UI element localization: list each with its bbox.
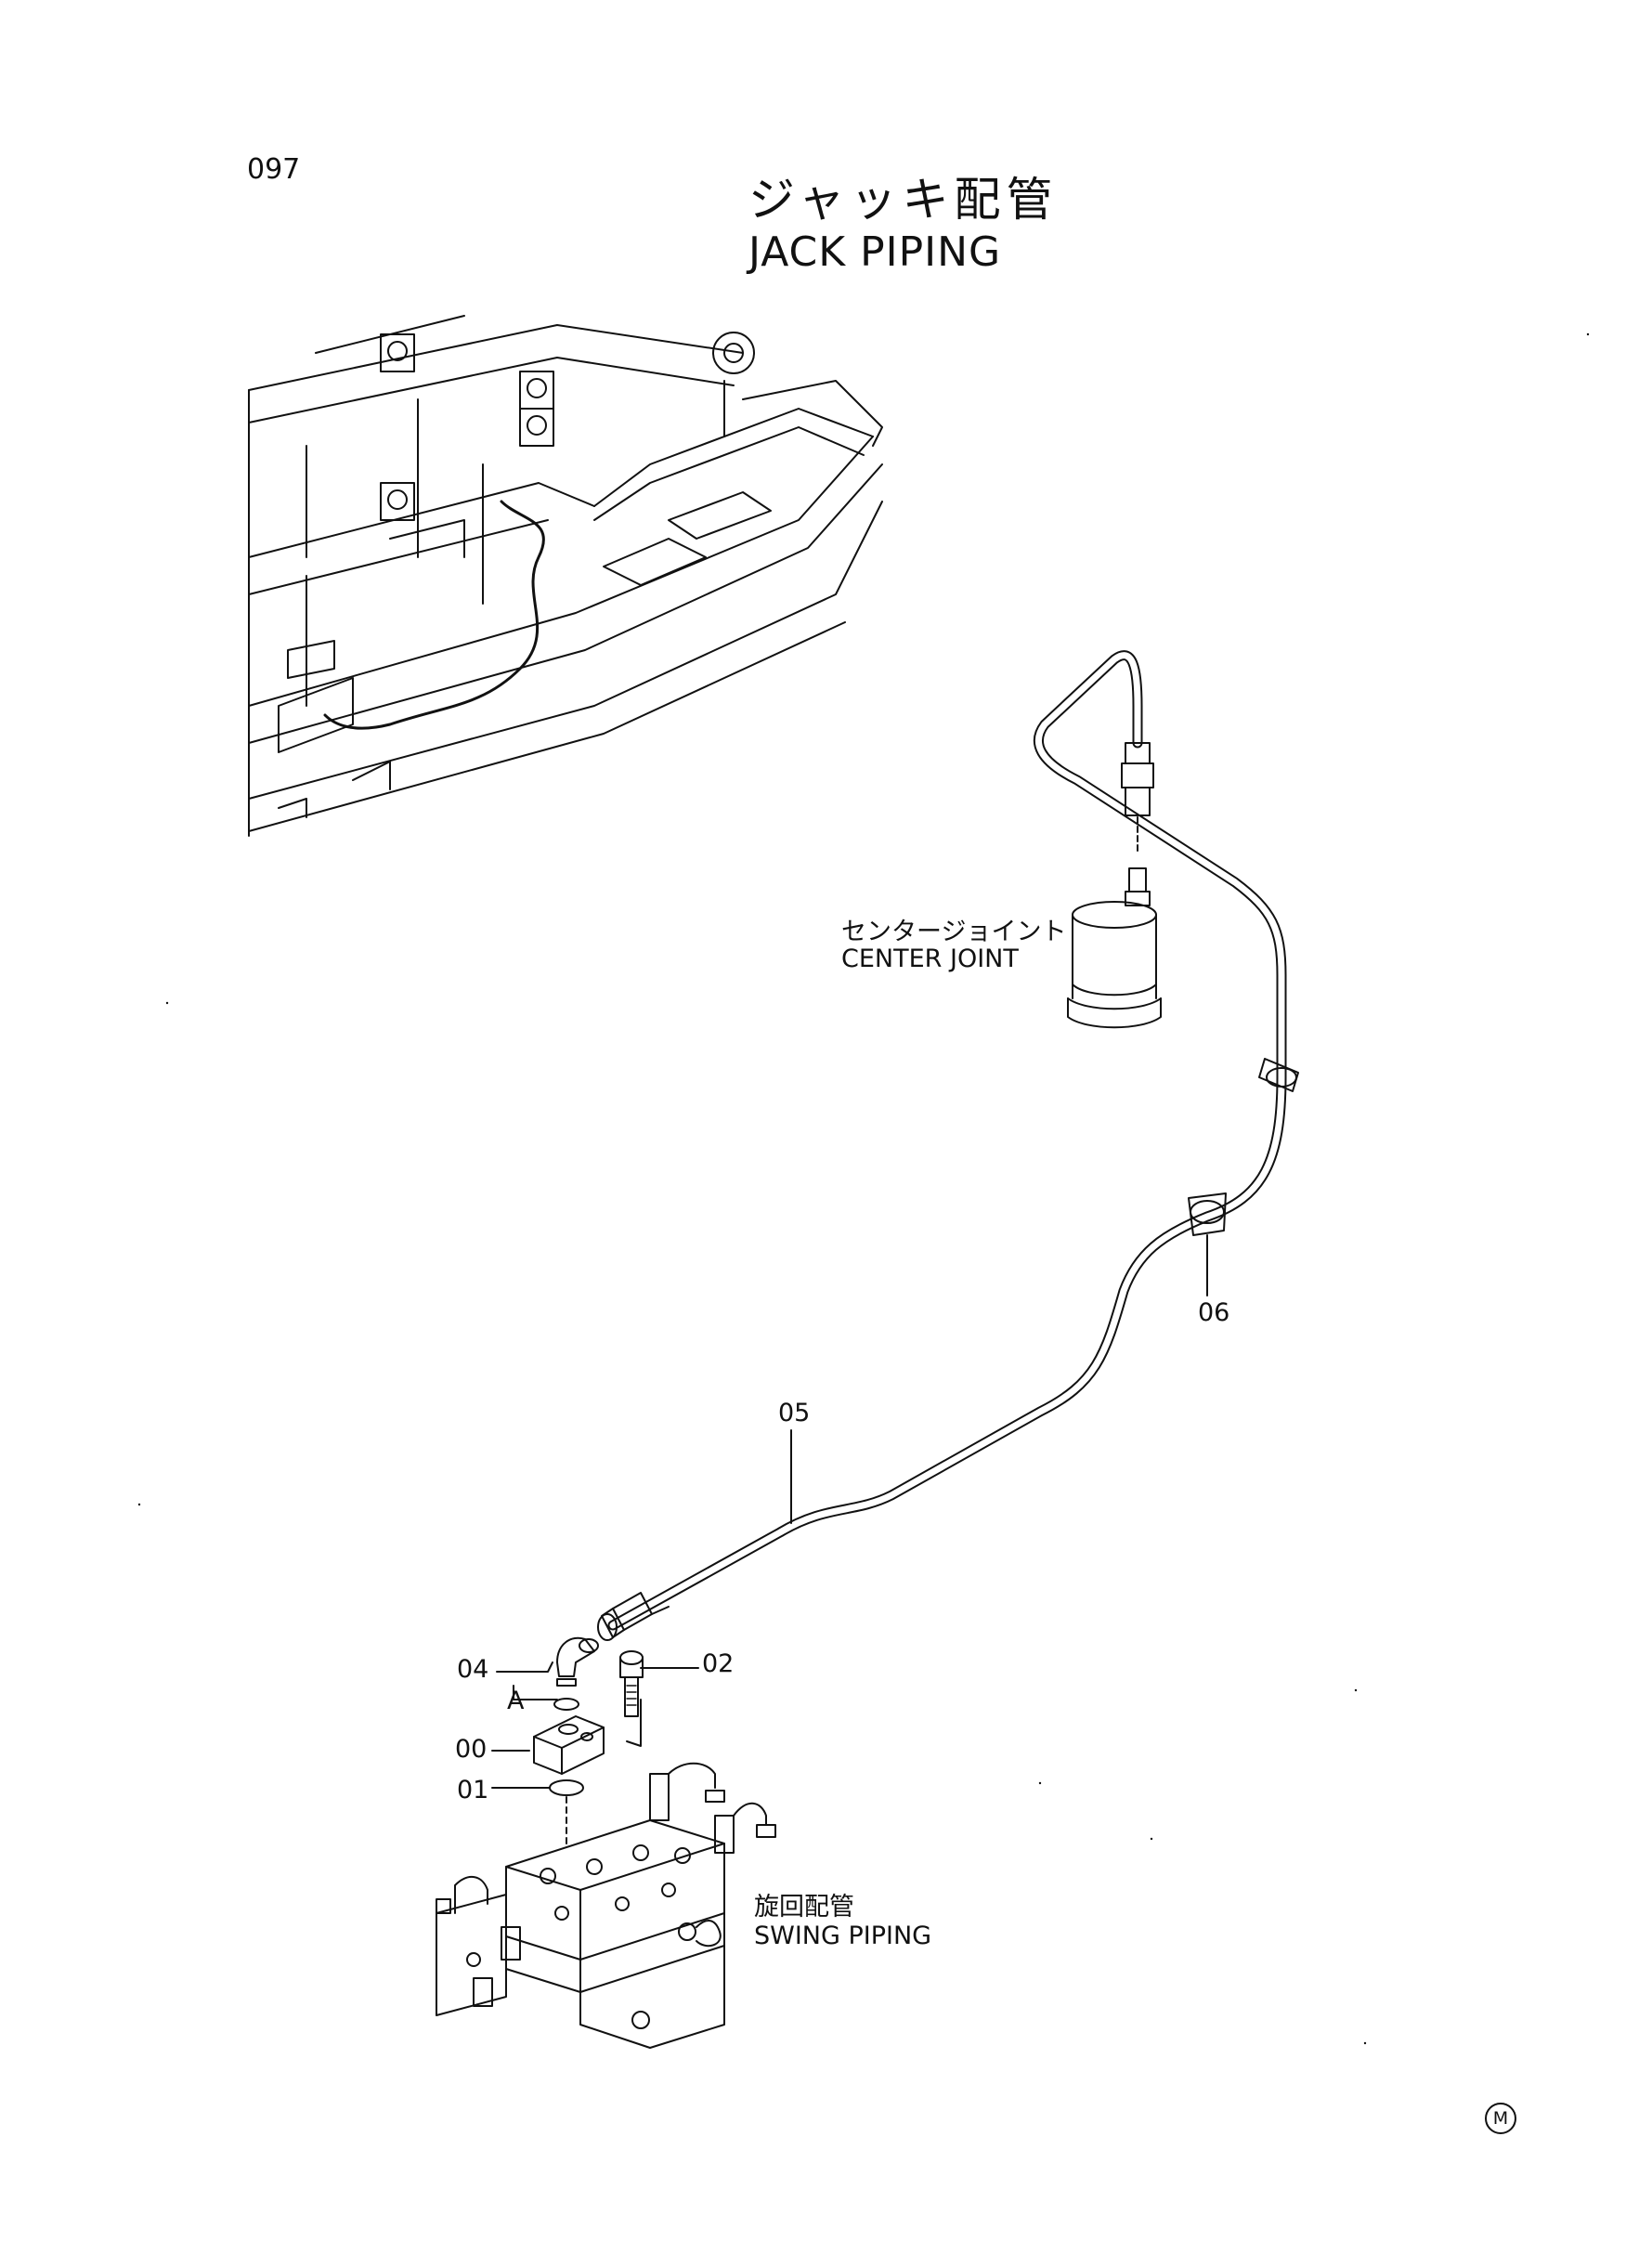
callout-leaders xyxy=(491,1429,792,1789)
brand-mark: M xyxy=(1485,2103,1516,2134)
callout-bolt: 02 xyxy=(702,1649,735,1678)
swing-piping-label-japanese: 旋回配管 xyxy=(754,1893,854,1922)
center-joint xyxy=(1067,867,1162,1029)
control-valve-assembly xyxy=(436,1762,776,2049)
jack-pipe xyxy=(607,650,1287,1631)
callout-o-ring: 01 xyxy=(457,1776,489,1804)
center-joint-label-english: CENTER JOINT xyxy=(841,945,1019,973)
callout-block: 00 xyxy=(455,1735,488,1764)
adapter-block xyxy=(533,1715,605,1775)
undercarriage-frame xyxy=(248,315,883,837)
center-joint-label-japanese: センタージョイント xyxy=(841,918,1067,946)
swing-piping-label-english: SWING PIPING xyxy=(754,1922,932,1950)
page-number: 097 xyxy=(247,153,301,186)
pipe-clamp-upper xyxy=(1258,1058,1299,1092)
callout-pipe: 05 xyxy=(778,1399,811,1427)
lower-pipe-fitting xyxy=(597,1592,670,1641)
pipe-clamp-06 xyxy=(1188,1192,1227,1296)
callout-clamp: 06 xyxy=(1198,1298,1230,1327)
upper-pipe-fitting xyxy=(1121,742,1154,855)
o-ring-lower xyxy=(549,1779,584,1796)
page-title-english: JACK PIPING xyxy=(748,228,1002,276)
socket-bolt xyxy=(619,1650,644,1717)
elbow-fitting xyxy=(556,1636,599,1687)
callout-view-marker: A xyxy=(507,1687,525,1715)
callout-elbow: 04 xyxy=(457,1655,489,1684)
page-title-japanese: ジャッキ配管 xyxy=(748,173,1059,227)
o-ring-upper xyxy=(553,1698,579,1711)
scan-speckles xyxy=(137,332,1590,2045)
